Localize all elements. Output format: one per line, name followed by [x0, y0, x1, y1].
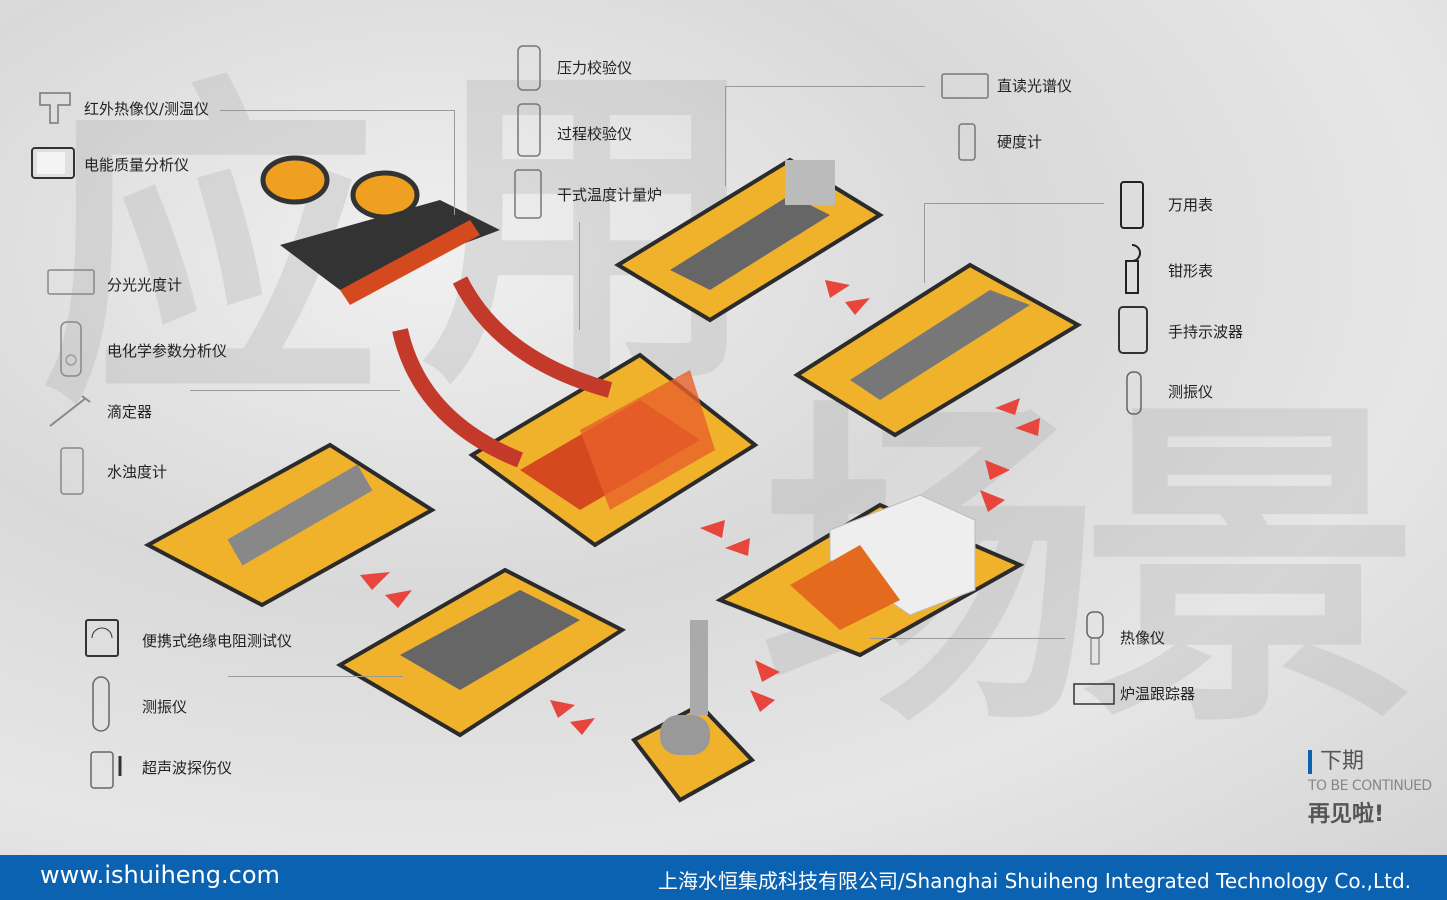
multimeter-icon	[1120, 181, 1144, 229]
website-link[interactable]: www.ishuiheng.com	[40, 861, 280, 889]
thermal-imager-icon	[1086, 611, 1104, 665]
turbidity-meter-icon	[60, 447, 84, 495]
leader-line	[579, 222, 580, 330]
leader-line	[228, 676, 403, 677]
label-vibration-meter: 测振仪	[1168, 383, 1214, 401]
leader-line	[454, 110, 455, 215]
watermark-char: 景	[1080, 372, 1420, 768]
label-multimeter: 万用表	[1168, 196, 1214, 214]
leader-line	[870, 638, 1065, 639]
ultrasonic-flaw-detector-icon	[90, 751, 122, 789]
label-vibration-meter: 测振仪	[142, 698, 188, 716]
furnace-tracker-icon	[1073, 683, 1115, 705]
machines	[227, 155, 1030, 755]
label-infrared-thermometer: 红外热像仪/测温仪	[84, 100, 210, 118]
label-thermal-imager: 热像仪	[1120, 629, 1166, 647]
label-process-calibrator: 过程校验仪	[557, 125, 633, 143]
footer: www.ishuiheng.com 上海水恒集成科技有限公司/Shanghai …	[0, 855, 1447, 900]
label-insulation-tester: 便携式绝缘电阻测试仪	[142, 632, 293, 650]
vibration-meter-icon	[92, 676, 110, 732]
label-pressure-calibrator: 压力校验仪	[557, 59, 633, 77]
label-furnace-tracker: 炉温跟踪器	[1120, 685, 1196, 703]
hardness-tester-icon	[958, 123, 976, 161]
next-title: 下期	[1308, 750, 1432, 774]
label-oscilloscope: 手持示波器	[1168, 323, 1244, 341]
label-spectrophotometer: 分光光度计	[107, 276, 183, 294]
label-titrator: 滴定器	[107, 403, 153, 421]
label-power-quality-analyzer: 电能质量分析仪	[84, 156, 190, 174]
label-electrochemical-analyzer: 电化学参数分析仪	[107, 342, 228, 360]
power-quality-analyzer-icon	[31, 147, 75, 179]
electrochemical-analyzer-icon	[60, 321, 82, 377]
pressure-calibrator-icon	[517, 45, 541, 91]
leader-line	[190, 390, 400, 391]
process-calibrator-icon	[517, 103, 541, 157]
leader-line	[924, 203, 1104, 204]
spectrometer-icon	[941, 73, 989, 99]
leader-line	[924, 203, 925, 283]
clamp-meter-icon	[1125, 244, 1141, 294]
production-line-illustration	[143, 155, 1082, 803]
company-name: 上海水恒集成科技有限公司/Shanghai Shuiheng Integrate…	[658, 869, 1411, 893]
label-dry-block-calibrator: 干式温度计量炉	[557, 186, 663, 204]
infrared-thermometer-icon	[39, 92, 71, 124]
titrator-icon	[49, 395, 91, 427]
next-bye: 再见啦!	[1308, 802, 1385, 827]
leader-line	[725, 86, 925, 87]
label-clamp-meter: 钳形表	[1168, 262, 1214, 280]
insulation-tester-icon	[85, 619, 119, 657]
spectrophotometer-icon	[47, 269, 95, 295]
flow-arrows	[360, 280, 1040, 735]
handheld-oscilloscope-icon	[1118, 306, 1148, 354]
leader-line	[725, 86, 726, 186]
label-turbidity-meter: 水浊度计	[107, 463, 168, 481]
label-hardness-tester: 硬度计	[997, 133, 1043, 151]
to-be-continued: 下期 TO BE CONTINUED 再见啦!	[1308, 750, 1432, 828]
next-subtitle: TO BE CONTINUED	[1308, 778, 1432, 794]
label-spectrometer: 直读光谱仪	[997, 77, 1073, 95]
vibration-meter-icon	[1126, 371, 1142, 415]
leader-line	[220, 110, 455, 111]
dry-block-calibrator-icon	[514, 169, 542, 219]
label-ultrasonic-flaw-detector: 超声波探伤仪	[142, 759, 233, 777]
